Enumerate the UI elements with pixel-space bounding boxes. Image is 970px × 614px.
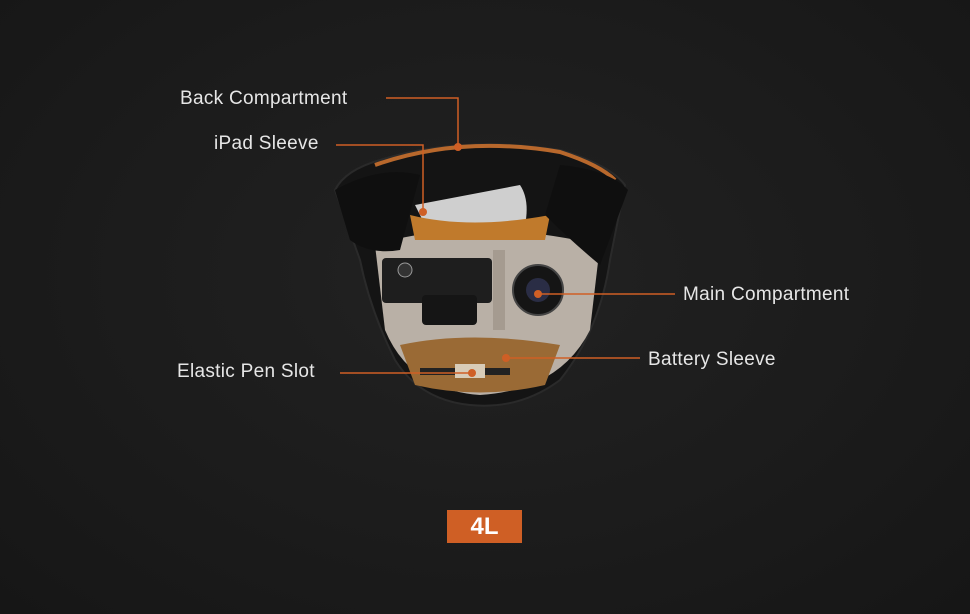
orange-sleeve [410,215,550,240]
camera-dial [397,262,413,278]
leader-lines [336,97,675,374]
dot-elastic-pen-slot [468,369,476,377]
dot-ipad-sleeve [419,208,427,216]
dot-main-compartment [534,290,542,298]
bag-orange-trim [374,143,617,182]
bag-flap-left [335,172,420,252]
dot-battery-sleeve [502,354,510,362]
bag-flap-right [545,165,628,265]
label-main-compartment: Main Compartment [683,284,850,305]
label-elastic-pen-slot: Elastic Pen Slot [177,361,315,382]
ipad [415,185,527,225]
leader-back-compartment [386,97,459,147]
label-back-compartment: Back Compartment [180,88,348,109]
leader-ipad-sleeve [336,144,424,212]
label-battery-sleeve: Battery Sleeve [648,349,776,370]
camera-lens [422,295,477,325]
capacity-badge: 4L [447,510,522,543]
divider [493,250,505,330]
dot-back-compartment [454,143,462,151]
label-ipad-sleeve: iPad Sleeve [214,133,319,154]
